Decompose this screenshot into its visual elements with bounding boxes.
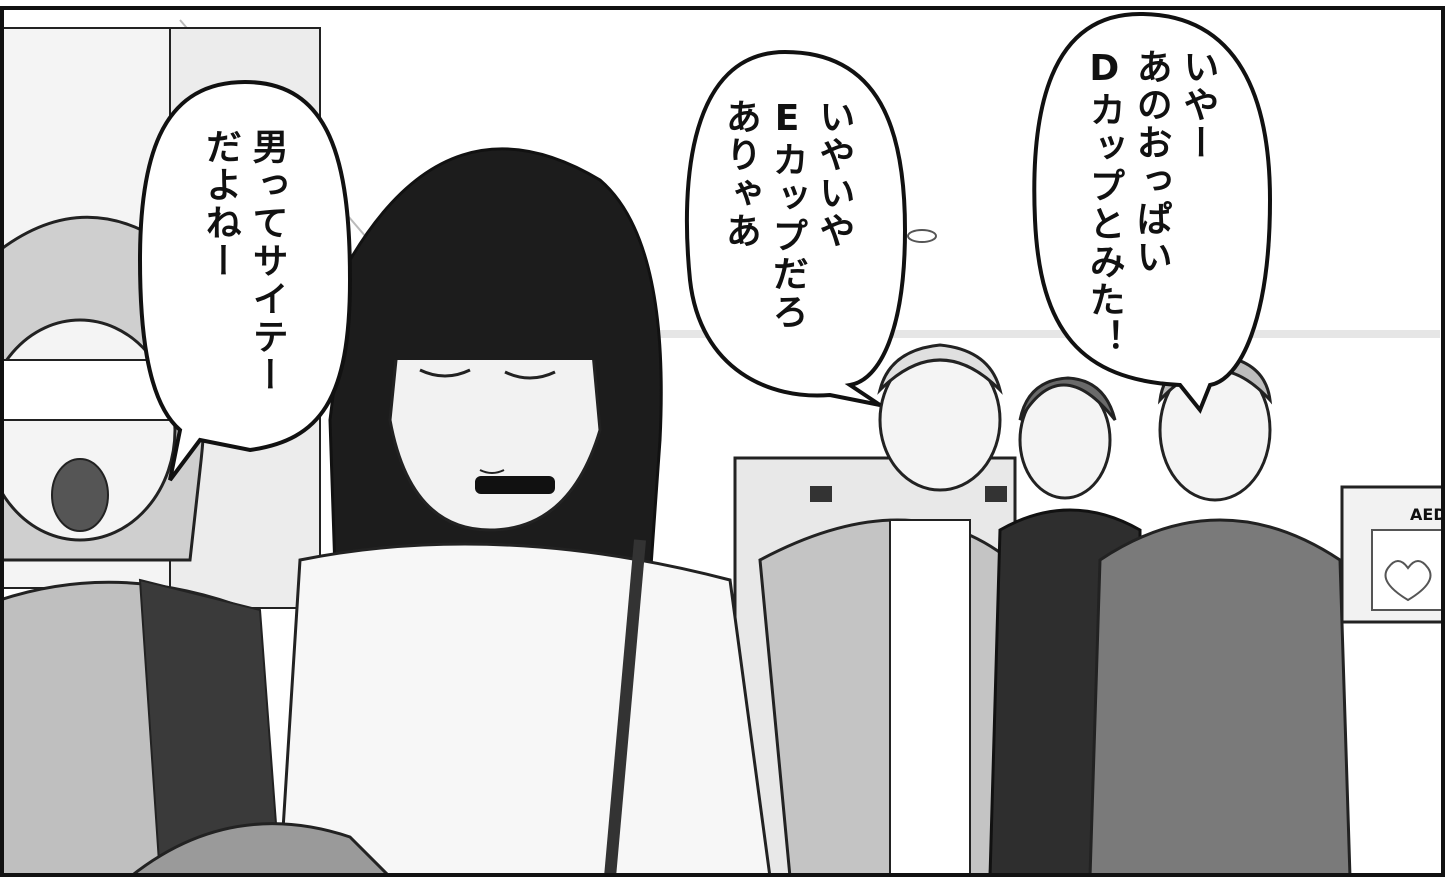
panel-border [0, 6, 1445, 877]
speech-bubble-left [137, 79, 353, 482]
character-curly-man [758, 343, 1012, 877]
speech-text-middle: いやいや Eカップだろ ありゃあ [716, 98, 856, 331]
wall-trim [660, 330, 1440, 338]
character-main-girl [278, 147, 772, 877]
friend-mouth [51, 458, 109, 532]
speech-line: Eカップだろ [766, 98, 808, 331]
speech-line: いやいや [813, 98, 855, 250]
girl-eye-right [504, 370, 556, 380]
ceiling-light [907, 229, 937, 243]
girl-mouth [479, 469, 505, 474]
speech-line: ありゃあ [719, 98, 761, 250]
curly-man-shirt [889, 519, 971, 877]
speech-line: いやー [1177, 48, 1219, 162]
speech-bubble-right [1032, 11, 1273, 414]
speech-text-left: 男ってサイテー だよねー [196, 128, 290, 394]
speech-line: Dカップとみた！ [1083, 48, 1125, 357]
curly-man-hair [877, 343, 1003, 395]
foreground-head [127, 822, 393, 877]
heart-icon [1384, 560, 1432, 602]
elevator-indicator [985, 486, 1007, 502]
character-friend [0, 215, 282, 877]
curly-man-jacket [758, 518, 1012, 877]
speech-line: あのおっぱい [1130, 48, 1172, 276]
speech-line: だよねー [199, 128, 241, 280]
speech-text-right: いやー あのおっぱい Dカップとみた！ [1080, 48, 1220, 357]
bag-strap [604, 539, 646, 877]
elevator-indicator [810, 486, 832, 502]
hooded-man-hoodie [1088, 518, 1352, 877]
friend-jacket [138, 578, 282, 877]
middle-man-hair [1018, 376, 1117, 421]
girl-top [278, 542, 772, 877]
aed-label: AED [1410, 505, 1445, 524]
girl-eye-left [419, 368, 471, 378]
girl-choker [475, 476, 555, 494]
speech-line: 男ってサイテー [246, 128, 288, 394]
aed-window [1371, 529, 1445, 611]
speech-bubble-middle [684, 49, 908, 407]
girl-bangs [385, 260, 605, 360]
